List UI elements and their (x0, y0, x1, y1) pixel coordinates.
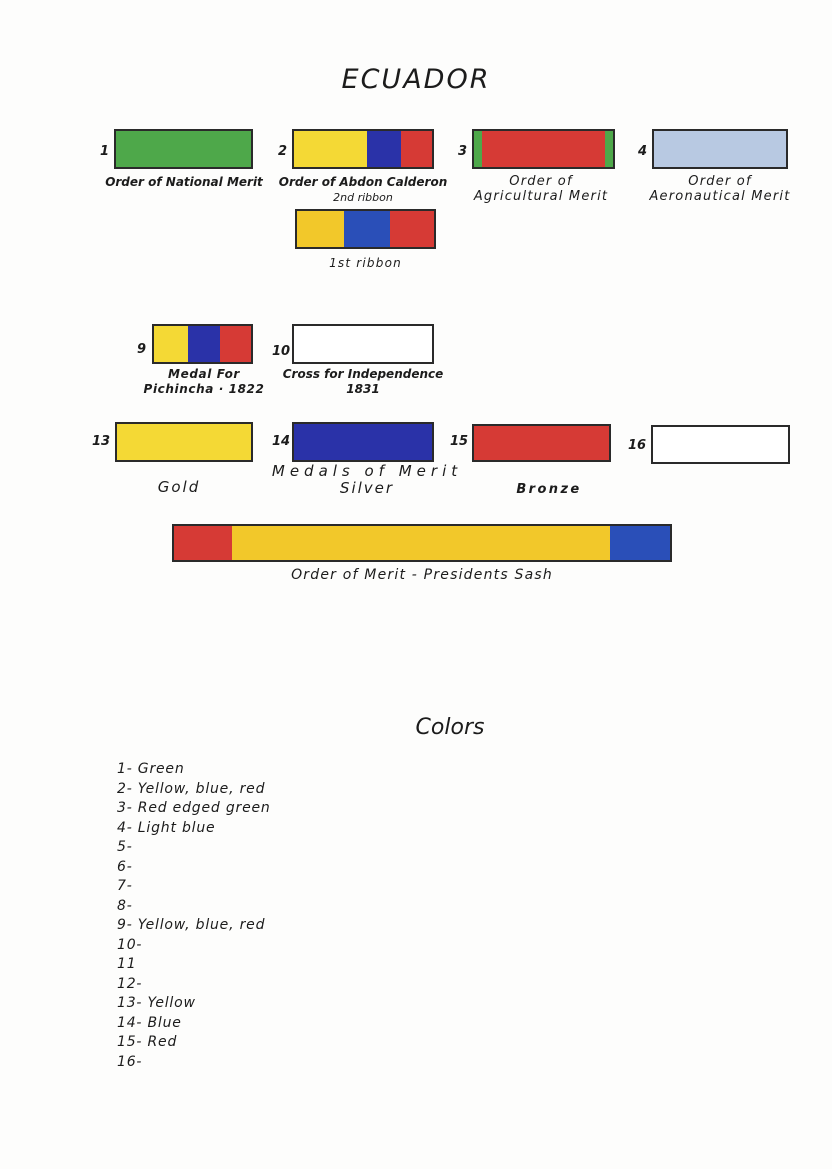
ribbon-number-9: 9 (137, 342, 147, 357)
ribbon-1-caption: Order of National Merit (105, 175, 263, 189)
ribbon-4-caption-line1: Order of (688, 174, 752, 189)
color-item: 8- (117, 897, 133, 914)
ribbon-stripe-yellow (297, 211, 344, 247)
ribbon-10-caption-line1: Cross for Independence (282, 367, 444, 381)
ribbon-1-order-of-national-merit (114, 129, 253, 169)
ribbon-13-gold-medal (115, 422, 253, 462)
presidents-sash (172, 524, 672, 562)
ribbon-number-2: 2 (278, 144, 288, 159)
ribbon-2-first-ribbon-caption: 1st ribbon (329, 256, 402, 270)
color-item: 5- (117, 839, 133, 855)
ribbon-stripe-red (401, 131, 432, 167)
color-item: 11 (117, 956, 137, 972)
ribbon-10-cross-for-independence (292, 324, 434, 364)
ribbon-stripe-blue (367, 131, 401, 167)
color-item: 15- Red (117, 1034, 178, 1050)
ribbon-number-4: 4 (638, 144, 648, 159)
ribbon-14-caption: Medals of Merit Silver (268, 464, 466, 496)
ribbon-stripe-blue (188, 326, 220, 362)
ribbon-number-1: 1 (100, 144, 110, 159)
ribbon-2-subcaption: 2nd ribbon (333, 191, 393, 204)
ribbon-15-bronze-medal (472, 424, 611, 462)
color-item: 7- (117, 878, 133, 894)
ribbon-14-caption-line1: Medals of Merit (271, 462, 463, 480)
ribbon-9-caption-line2: Pichincha · 1822 (143, 382, 265, 396)
ribbon-stripe-red (390, 211, 434, 247)
ribbon-3-caption-line1: Order of (509, 174, 573, 189)
ribbon-2-second-ribbon (292, 129, 434, 169)
ribbon-stripe-green-edge-left (474, 131, 482, 167)
ribbon-stripe-white (294, 326, 432, 362)
color-item: 9- Yellow, blue, red (117, 917, 266, 933)
ribbon-15-caption: Bronze (516, 482, 582, 497)
ribbon-9-medal-for-pichincha (152, 324, 253, 364)
color-item: 14- Blue (117, 1014, 182, 1031)
ribbon-number-16: 16 (628, 438, 647, 453)
ribbon-3-caption: Order of Agricultural Merit (452, 174, 630, 204)
ribbon-10-caption: Cross for Independence 1831 (282, 367, 444, 397)
color-item: 16- (117, 1053, 143, 1070)
color-item: 13- Yellow (117, 995, 196, 1011)
ribbon-3-caption-line2: Agricultural Merit (473, 189, 609, 204)
ribbon-4-caption: Order of Aeronautical Merit (636, 174, 804, 204)
colors-heading: Colors (415, 715, 485, 740)
ribbon-3-order-of-agricultural-merit (472, 129, 615, 169)
sash-stripe-blue (610, 526, 670, 560)
ribbon-stripe-blue (294, 424, 432, 460)
ribbon-stripe-green-edge-right (605, 131, 613, 167)
sash-stripe-red (174, 526, 232, 560)
presidents-sash-caption: Order of Merit - Presidents Sash (291, 567, 553, 583)
ribbon-2-caption: Order of Abdon Calderon 2nd ribbon (277, 175, 449, 205)
ribbon-16 (651, 425, 790, 464)
ribbon-number-13: 13 (92, 434, 111, 449)
ribbon-4-caption-line2: Aeronautical Merit (649, 189, 791, 204)
ribbon-2-caption-main: Order of Abdon Calderon (278, 175, 448, 189)
ribbon-14-silver-medal (292, 422, 434, 462)
ribbon-stripe-blue (344, 211, 390, 247)
ribbon-number-14: 14 (272, 434, 291, 449)
ribbon-number-3: 3 (458, 144, 468, 159)
color-item: 2- Yellow, blue, red (117, 780, 266, 797)
page-title: ECUADOR (341, 64, 491, 95)
ribbon-14-caption-line2: Silver (339, 479, 395, 497)
ribbon-stripe-white (653, 427, 788, 462)
ribbon-2-first-ribbon (295, 209, 436, 249)
ribbon-stripe-yellow (154, 326, 188, 362)
ribbon-10-caption-line2: 1831 (346, 382, 380, 396)
color-item: 10- (117, 936, 143, 953)
ribbon-9-caption-line1: Medal For (168, 367, 240, 381)
color-item: 12- (117, 975, 143, 992)
color-item: 1- Green (117, 761, 185, 777)
ribbon-stripe-yellow (294, 131, 367, 167)
colors-list: 1- Green 2- Yellow, blue, red 3- Red edg… (117, 760, 271, 1072)
ribbon-9-caption: Medal For Pichincha · 1822 (140, 367, 268, 397)
ribbon-stripe-yellow (117, 424, 251, 460)
ribbon-stripe-green (116, 131, 251, 167)
ribbon-stripe-light-blue (654, 131, 786, 167)
ribbon-stripe-red (474, 426, 609, 460)
color-item: 6- (117, 858, 133, 875)
ribbon-13-caption: Gold (157, 478, 201, 496)
sash-stripe-yellow (232, 526, 610, 560)
ribbon-4-order-of-aeronautical-merit (652, 129, 788, 169)
ribbon-stripe-red (482, 131, 605, 167)
ribbon-number-15: 15 (450, 434, 469, 449)
ribbon-number-10: 10 (272, 344, 291, 359)
ribbon-stripe-red (220, 326, 251, 362)
color-item: 4- Light blue (117, 819, 216, 836)
color-item: 3- Red edged green (117, 800, 271, 816)
